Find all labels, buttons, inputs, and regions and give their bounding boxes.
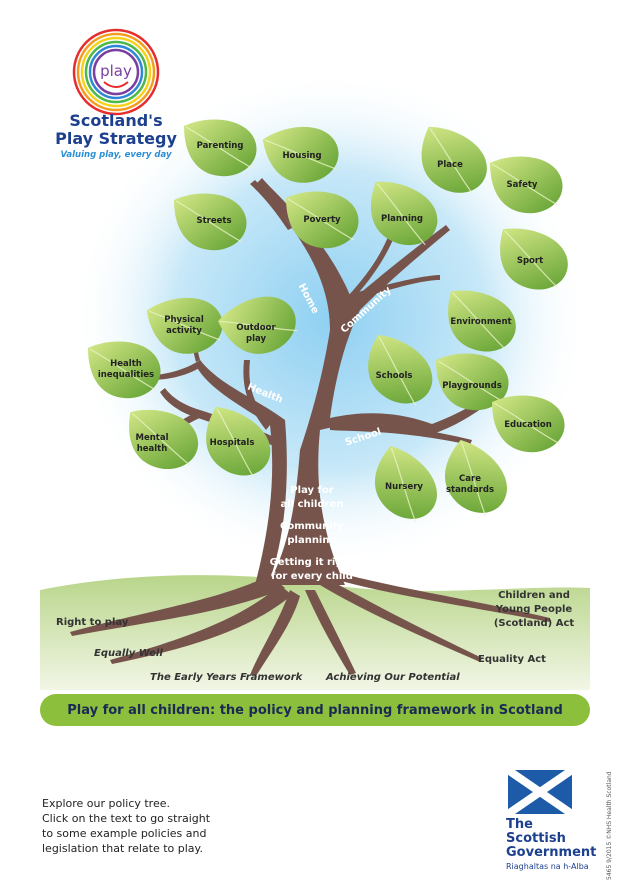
explore-line-1: Explore our policy tree.	[42, 797, 170, 810]
root-label-equality-act[interactable]: Equality Act	[478, 654, 546, 665]
root-label-cyp-act-2[interactable]: Young People	[495, 604, 573, 615]
leaf-label-sport[interactable]: Sport	[517, 256, 543, 266]
explore-line-4: legislation that relate to play.	[42, 842, 203, 855]
saltire-flag-icon	[505, 766, 575, 818]
strategy-title-block: Scotland's Play Strategy Valuing play, e…	[46, 111, 186, 161]
play-logo: play	[72, 28, 160, 116]
strategy-title-line1: Scotland's	[69, 111, 163, 130]
root-label-right-to-play[interactable]: Right to play	[56, 617, 129, 628]
explore-line-3: to some example policies and	[42, 827, 207, 840]
leaf-label-schools[interactable]: Schools	[376, 371, 413, 381]
strategy-title-line2: Play Strategy	[55, 129, 177, 148]
gov-name-line1: The Scottish	[506, 817, 566, 846]
leaf-label-mental-health-2[interactable]: health	[137, 444, 168, 454]
ring-yellow	[80, 36, 152, 108]
root-label-cyp-act-3[interactable]: (Scotland) Act	[494, 618, 575, 629]
trunk-label-getting-it-right-1[interactable]: Getting it right	[270, 557, 355, 568]
leaf-label-streets[interactable]: Streets	[196, 216, 231, 226]
leaf-label-poverty[interactable]: Poverty	[303, 215, 341, 225]
leaf-label-health-inequalities-1[interactable]: Health	[110, 359, 142, 369]
leaf-label-nursery[interactable]: Nursery	[385, 482, 423, 492]
play-logo-text: play	[100, 62, 132, 80]
ring-green	[84, 40, 148, 104]
leaf-labels: Parenting Housing Streets Poverty Planni…	[98, 141, 552, 495]
scottish-government-logo: The Scottish Government Riaghaltas na h-…	[506, 770, 597, 872]
framework-banner: Play for all children: the policy and pl…	[40, 694, 590, 726]
ring-red	[72, 28, 160, 116]
leaf-label-health-inequalities-2[interactable]: inequalities	[98, 370, 154, 380]
framework-banner-text: Play for all children: the policy and pl…	[67, 702, 563, 718]
leaf-label-place[interactable]: Place	[437, 160, 463, 170]
explore-line-2: Click on the text to go straight	[42, 812, 211, 825]
roots	[70, 572, 550, 676]
print-reference-code: 5465 9/2015 ©NHS Health Scotland	[606, 771, 613, 880]
leaf-label-safety[interactable]: Safety	[507, 180, 538, 190]
strategy-tagline: Valuing play, every day	[60, 150, 172, 160]
smile-icon	[103, 81, 129, 88]
leaf-label-physical-activity-1[interactable]: Physical	[164, 315, 204, 325]
root-label-cyp-act-1[interactable]: Children and	[498, 590, 570, 601]
trunk-label-play-for-all-1[interactable]: Play for	[290, 485, 333, 496]
leaf-label-mental-health-1[interactable]: Mental	[136, 433, 169, 443]
trunk-label-play-for-all-2[interactable]: all children	[281, 499, 344, 510]
leaf-label-education[interactable]: Education	[504, 420, 552, 430]
gov-gaelic: Riaghaltas na h-Alba	[506, 862, 589, 871]
ring-purple	[92, 48, 140, 96]
leaf-label-care-standards-2[interactable]: standards	[446, 485, 494, 495]
leaf-label-parenting[interactable]: Parenting	[197, 141, 244, 151]
leaf-label-environment[interactable]: Environment	[450, 317, 511, 327]
trunk-label-getting-it-right-2[interactable]: for every child	[271, 571, 353, 582]
ring-orange	[76, 32, 156, 112]
leaf-label-outdoor-play-2[interactable]: play	[246, 334, 266, 344]
leaf-label-outdoor-play-1[interactable]: Outdoor	[236, 323, 276, 333]
explore-instructions: Explore our policy tree. Click on the te…	[42, 796, 262, 856]
root-label-equally-well[interactable]: Equally Well	[94, 648, 163, 659]
leaf-label-planning[interactable]: Planning	[381, 214, 423, 224]
trunk-label-community-planning-1[interactable]: Community	[280, 521, 344, 532]
root-label-early-years[interactable]: The Early Years Framework	[150, 672, 304, 683]
gov-name-line2: Government	[506, 845, 597, 860]
leaf-label-hospitals[interactable]: Hospitals	[210, 438, 255, 448]
ring-blue	[88, 44, 144, 100]
leaf-label-care-standards-1[interactable]: Care	[459, 474, 481, 484]
leaf-label-physical-activity-2[interactable]: activity	[166, 326, 202, 336]
leaf-label-housing[interactable]: Housing	[282, 151, 321, 161]
root-label-achieving[interactable]: Achieving Our Potential	[325, 672, 460, 683]
leaf-label-playgrounds[interactable]: Playgrounds	[442, 381, 502, 391]
trunk-label-community-planning-2[interactable]: planning	[287, 535, 336, 546]
